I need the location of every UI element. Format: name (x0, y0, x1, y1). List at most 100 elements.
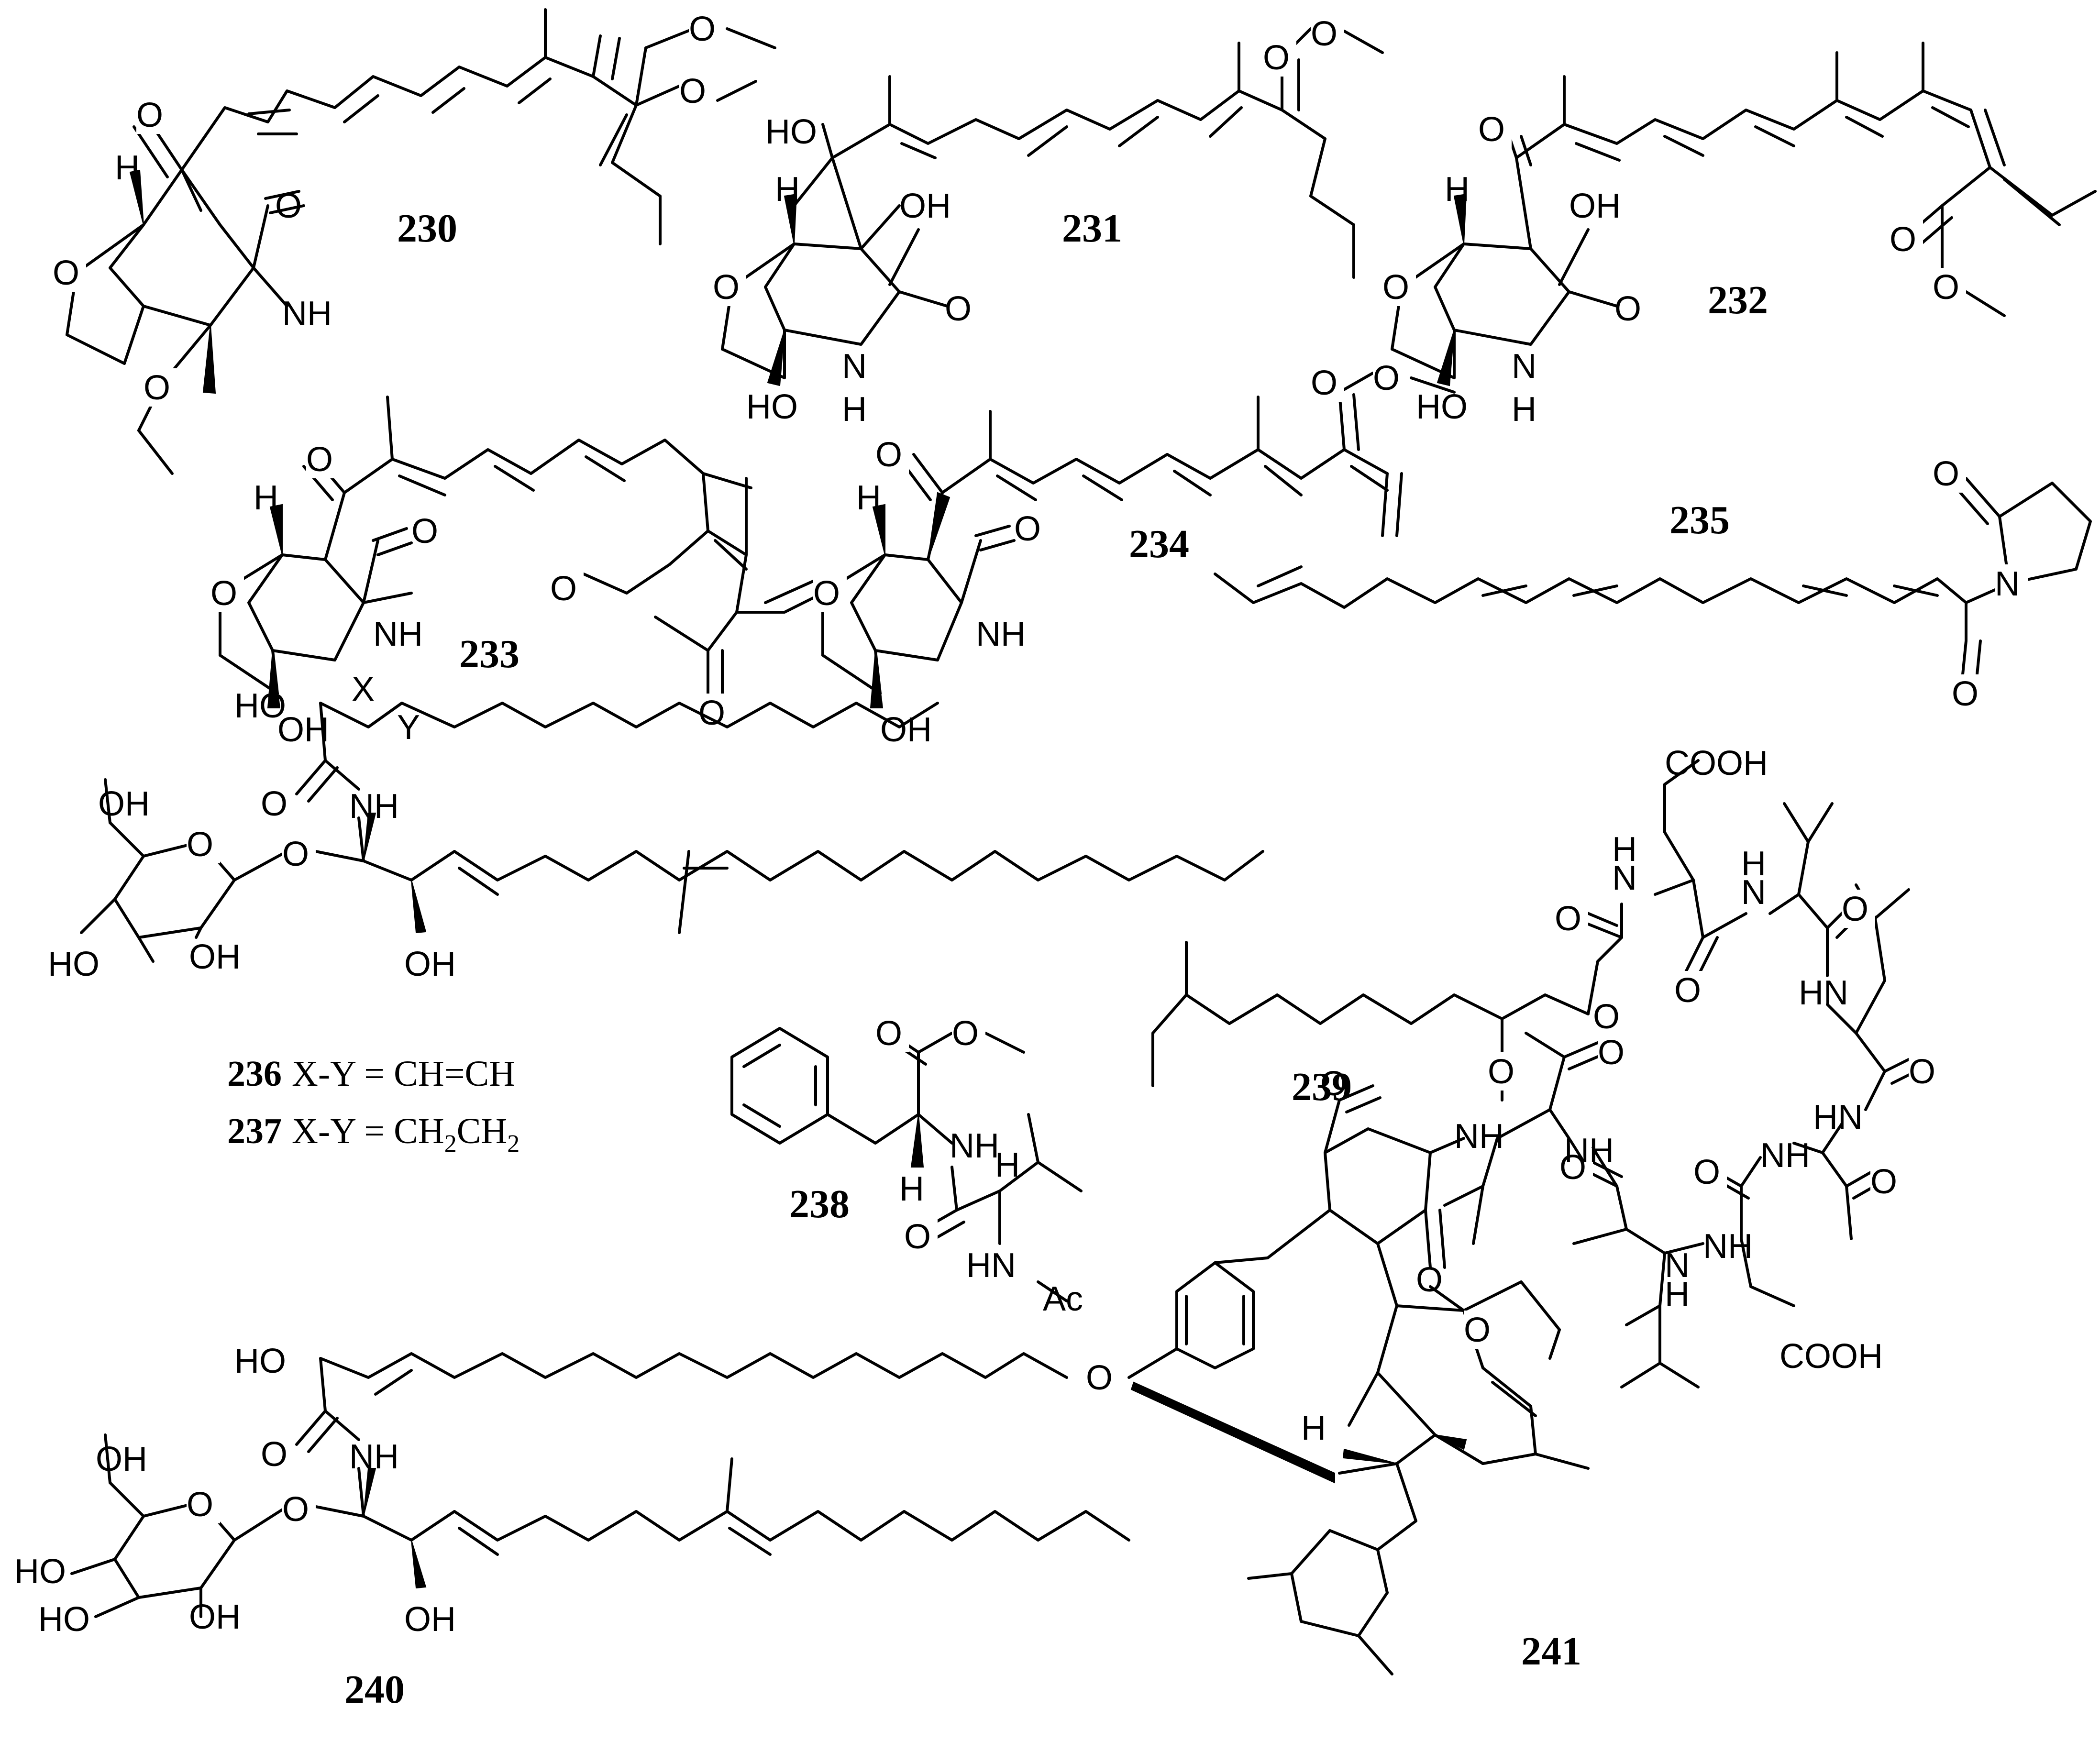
c241-o-imide-bottom: O (1416, 1261, 1443, 1299)
c239-hn3: HN (1799, 974, 1848, 1012)
compound-241: O NH O O H O 241 (1086, 1065, 1590, 1675)
c232-h: H (1445, 170, 1470, 209)
c240-oh-sugar: OH (96, 1440, 147, 1478)
compound-231: HO O O H OH O O HO N H 231 (713, 14, 1384, 429)
c239-o2: O (1674, 971, 1701, 1010)
c234-nh: NH (976, 615, 1026, 653)
compound-234: O O O H O O NH OH 234 (813, 359, 1456, 749)
c233-nh: NH (373, 615, 423, 653)
c239-o4: O (1909, 1053, 1935, 1091)
c236-x: X (352, 670, 375, 708)
c234-o-lactam: O (1014, 510, 1041, 548)
c230-o-ring: O (53, 254, 79, 292)
c233-o-ester: O (550, 570, 577, 608)
c234-number: 234 (1129, 522, 1189, 566)
c231-number: 231 (1062, 206, 1122, 251)
c239-number: 239 (1292, 1065, 1352, 1109)
c233-o-ester-bottom: O (698, 694, 725, 732)
c238-nh: NH (950, 1127, 999, 1165)
c236-o-sugar-ring: O (187, 826, 213, 864)
compound-233: O H O O NH OH O O 233 (210, 396, 824, 749)
compound-230: O O O H O O NH O 230 (53, 8, 776, 475)
c232-o-lactam: O (1614, 290, 1641, 328)
c236-y: Y (397, 708, 420, 747)
c236-nh: NH (349, 787, 399, 826)
c230-nh: NH (282, 295, 332, 333)
c239-h7: H (1665, 1275, 1690, 1313)
c238-h-alpha: H (899, 1170, 924, 1208)
c230-o-ester: O (689, 10, 716, 48)
c230-o-ester-top: O (679, 72, 706, 110)
c231-o-lactam: O (945, 290, 972, 328)
c232-number: 232 (1708, 278, 1768, 322)
c236-o-glyco: O (282, 835, 309, 873)
c241-o-phenol: O (1086, 1359, 1113, 1397)
c233-number: 233 (459, 632, 519, 676)
c231-ho-top: HO (765, 113, 817, 151)
c230-o-methoxy: O (144, 369, 170, 407)
c232-nh-h: H (1512, 390, 1536, 429)
c231-h: H (775, 170, 800, 209)
c236-legend-text: X-Y = CH=CH (292, 1054, 515, 1094)
c239-n7: N (1665, 1246, 1690, 1285)
c230-o-ketone: O (136, 96, 163, 134)
c239-o7: O (1559, 1148, 1586, 1187)
c235-o-lactam: O (1933, 455, 1959, 493)
c239-n2: N (1741, 873, 1766, 912)
c241-nh: NH (1454, 1117, 1504, 1156)
c232-nh: N (1512, 347, 1536, 386)
c236-oh-chain: OH (404, 945, 456, 983)
c240-o-amide: O (261, 1435, 287, 1474)
compound-235: O N O 235 (1214, 454, 2092, 713)
c239-nh6: NH (1703, 1227, 1753, 1266)
c238-number: 238 (789, 1182, 850, 1226)
c230-o-lactam: O (275, 187, 302, 225)
c232-o-ring: O (1382, 268, 1409, 307)
c233-o-ketone: O (306, 441, 333, 479)
c231-oh: OH (899, 187, 951, 225)
c240-oh-chain: OH (404, 1600, 456, 1639)
c240-oh-sugar2: OH (189, 1598, 241, 1636)
c232-o-ester: O (1933, 268, 1959, 307)
c239-o5: O (1693, 1153, 1720, 1191)
c241-h: H (1301, 1409, 1326, 1447)
c239-nh8: NH (1564, 1132, 1614, 1170)
c240-o-glyco: O (282, 1490, 309, 1529)
c230-h: H (115, 149, 140, 187)
c239-nh5: NH (1760, 1136, 1810, 1175)
c234-oh: OH (880, 711, 932, 749)
c235-number: 235 (1669, 498, 1730, 542)
c231-ho-bottom: HO (746, 388, 798, 426)
c231-nh: N (842, 347, 867, 386)
c232-ho-bottom: HO (1416, 388, 1468, 426)
c241-o-ketone: O (1464, 1311, 1491, 1349)
c238-h-alpha2: H (995, 1146, 1020, 1184)
c234-h: H (856, 479, 881, 517)
c233-o-ring: O (210, 574, 237, 613)
c239-h1: H (1612, 830, 1637, 869)
c236-oh-sugar2: OH (189, 938, 241, 976)
c239-h2: H (1741, 845, 1766, 883)
c236-oh-sugar: OH (98, 785, 150, 823)
c234-o-ketone: O (875, 436, 902, 474)
compound-232: O H OH O O HO N H O O 232 (1382, 42, 2097, 429)
c231-o-ester-top: O (1263, 39, 1290, 77)
c240-nh: NH (349, 1438, 399, 1476)
c233-h: H (254, 479, 278, 517)
c235-n: N (1995, 565, 2020, 603)
c237-number: 237 (227, 1111, 282, 1151)
c238-o-top: O (875, 1014, 902, 1053)
c239-n1: N (1612, 859, 1637, 897)
c240-o-sugar-ring: O (187, 1486, 213, 1524)
c236-o-amide: O (261, 785, 287, 823)
compound-240: HO O NH OH O O HO HO OH OH 240 (14, 1342, 1130, 1712)
c239-o-lactone2: O (1593, 998, 1620, 1036)
c238-ac: Ac (1043, 1280, 1083, 1318)
c232-o-ester-top: O (1890, 220, 1916, 259)
c239-o3: O (1842, 890, 1868, 928)
c234-o-ester: O (1373, 359, 1400, 397)
c236-ho: HO (234, 687, 286, 725)
compound-239: COOH O N H O N H O HN O HN O NH O NH O N… (1151, 744, 1942, 1388)
c237-legend-text: X-Y = CH2CH2 (292, 1111, 519, 1157)
